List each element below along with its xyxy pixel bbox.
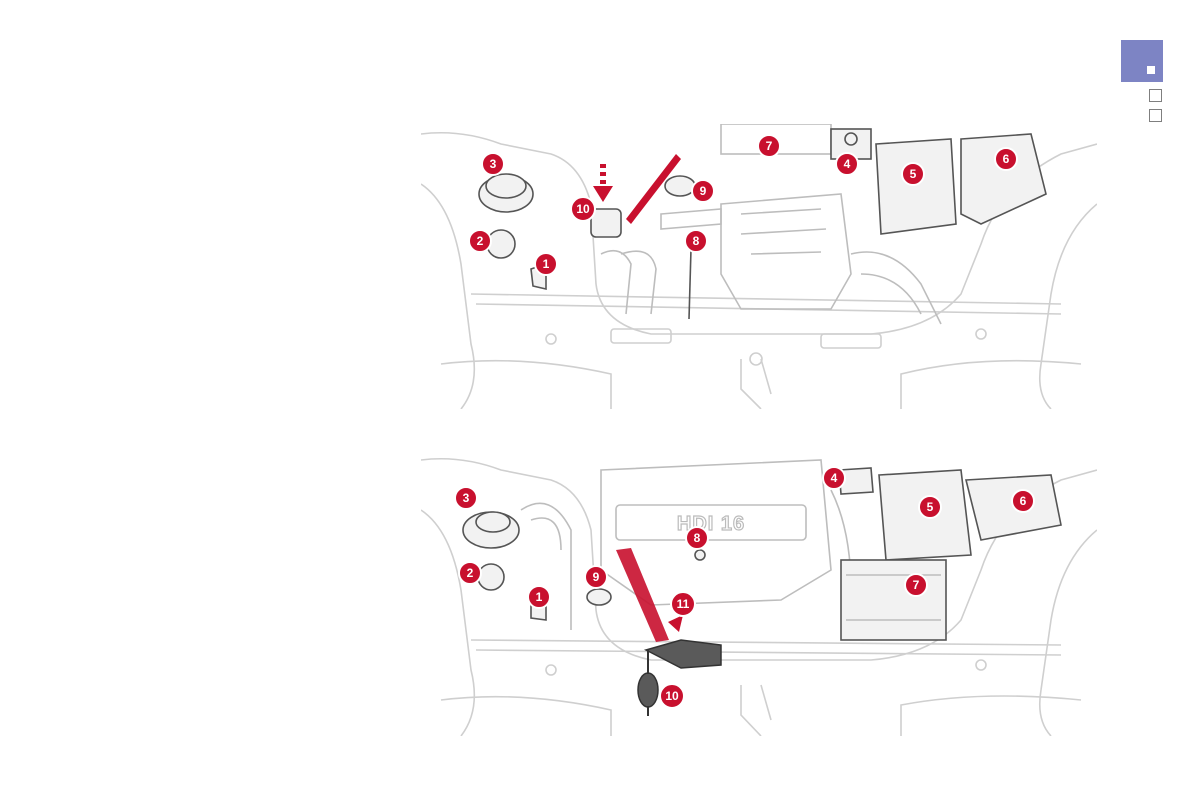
marker-6: 6 bbox=[1012, 490, 1034, 512]
svg-text:6: 6 bbox=[1020, 494, 1027, 508]
svg-text:4: 4 bbox=[844, 157, 851, 171]
svg-text:1: 1 bbox=[536, 590, 543, 604]
svg-text:3: 3 bbox=[463, 491, 470, 505]
marker-4: 4 bbox=[836, 153, 858, 175]
svg-text:7: 7 bbox=[766, 139, 773, 153]
svg-text:4: 4 bbox=[831, 471, 838, 485]
svg-text:7: 7 bbox=[913, 578, 920, 592]
svg-text:1: 1 bbox=[543, 257, 550, 271]
pump-bulb bbox=[638, 673, 658, 707]
svg-text:11: 11 bbox=[677, 597, 690, 611]
svg-text:3: 3 bbox=[490, 157, 497, 171]
marker-3: 3 bbox=[455, 487, 477, 509]
marker-1: 1 bbox=[535, 253, 557, 275]
marker-8: 8 bbox=[685, 230, 707, 252]
svg-text:6: 6 bbox=[1003, 152, 1010, 166]
marker-2: 2 bbox=[459, 562, 481, 584]
pointer-arrow-icon bbox=[668, 615, 683, 632]
svg-text:5: 5 bbox=[927, 500, 934, 514]
svg-text:2: 2 bbox=[467, 566, 474, 580]
marker-5: 5 bbox=[919, 496, 941, 518]
marker-10: 10 bbox=[660, 684, 684, 708]
marker-6: 6 bbox=[995, 148, 1017, 170]
marker-7: 7 bbox=[905, 574, 927, 596]
marker-1: 1 bbox=[528, 586, 550, 608]
marker-4: 4 bbox=[823, 467, 845, 489]
svg-text:10: 10 bbox=[665, 689, 679, 703]
svg-text:8: 8 bbox=[694, 531, 701, 545]
section-tab-active[interactable] bbox=[1121, 40, 1163, 82]
fill-arrow-icon bbox=[593, 164, 613, 202]
svg-text:5: 5 bbox=[910, 167, 917, 181]
marker-10: 10 bbox=[571, 197, 595, 221]
active-indicator bbox=[1147, 66, 1155, 74]
marker-9: 9 bbox=[585, 566, 607, 588]
svg-text:2: 2 bbox=[477, 234, 484, 248]
svg-text:9: 9 bbox=[593, 570, 600, 584]
marker-5: 5 bbox=[902, 163, 924, 185]
marker-2: 2 bbox=[469, 230, 491, 252]
svg-text:8: 8 bbox=[693, 234, 700, 248]
marker-3: 3 bbox=[482, 153, 504, 175]
marker-11: 11 bbox=[671, 592, 695, 616]
section-tabs bbox=[1121, 40, 1163, 122]
engine-diagram-bottom: HDI 16 1 2 3 4 5 6 7 8 9 10 11 bbox=[421, 450, 1097, 736]
marker-9: 9 bbox=[692, 180, 714, 202]
svg-text:9: 9 bbox=[700, 184, 707, 198]
marker-7: 7 bbox=[758, 135, 780, 157]
marker-8: 8 bbox=[686, 527, 708, 549]
section-tab-2[interactable] bbox=[1149, 89, 1162, 102]
direction-wedge-icon bbox=[616, 548, 669, 642]
engine-diagram-top: 1 2 3 4 5 6 7 8 9 10 bbox=[421, 124, 1097, 409]
section-tab-3[interactable] bbox=[1149, 109, 1162, 122]
svg-text:10: 10 bbox=[576, 202, 590, 216]
pump-hose bbox=[646, 640, 721, 668]
